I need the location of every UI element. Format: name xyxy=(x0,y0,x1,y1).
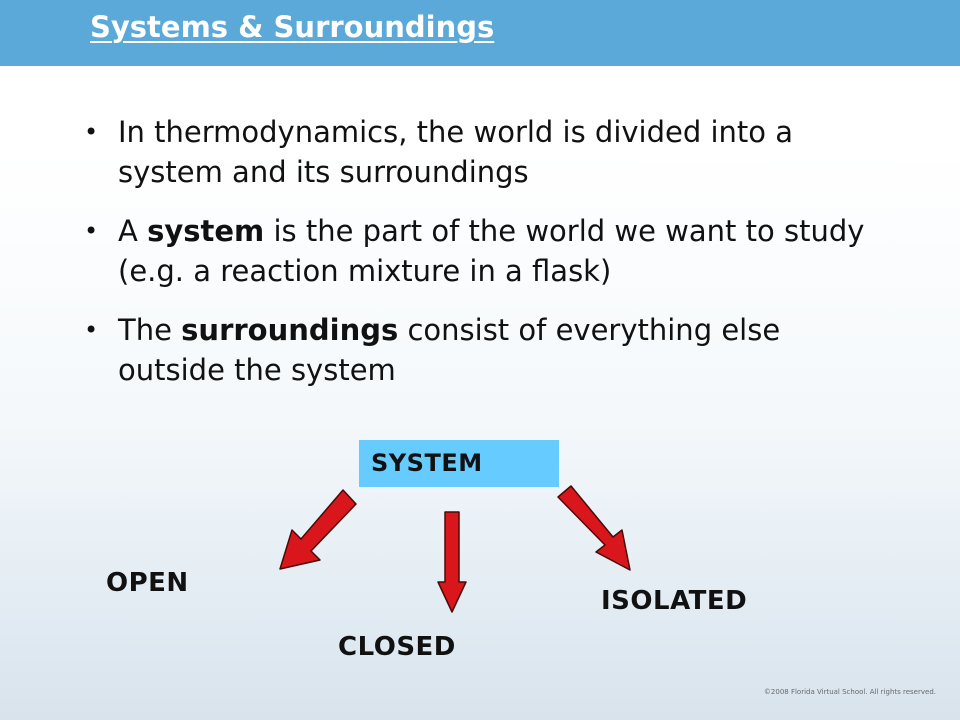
arrow-to-closed-icon xyxy=(437,511,467,613)
bullet-icon: • xyxy=(84,217,99,245)
bullet-icon: • xyxy=(84,316,99,344)
arrow-to-isolated-icon xyxy=(557,485,631,571)
copyright-notice: ©2008 Florida Virtual School. All rights… xyxy=(763,688,936,696)
closed-label: CLOSED xyxy=(338,632,456,662)
bullet-bold-term: surroundings xyxy=(181,313,399,347)
bullet-bold-term: system xyxy=(147,214,265,248)
bullet-text-rest: consist of everything else outside the s… xyxy=(118,313,781,387)
isolated-label: ISOLATED xyxy=(601,586,748,616)
arrow-to-open-icon xyxy=(279,489,357,570)
bullet-icon: • xyxy=(84,118,99,146)
bullet-text: The xyxy=(118,313,182,347)
bullet-text: In thermodynamics, the world is divided … xyxy=(118,115,794,189)
bullet-item: • In thermodynamics, the world is divide… xyxy=(80,112,880,192)
bullet-item: • A system is the part of the world we w… xyxy=(80,211,880,291)
title-bar: Systems & Surroundings xyxy=(0,0,960,66)
bullet-text-rest: is the part of the world we want to stud… xyxy=(118,214,865,288)
system-box: SYSTEM xyxy=(359,440,559,487)
bullet-list: • In thermodynamics, the world is divide… xyxy=(80,112,880,409)
slide-title: Systems & Surroundings xyxy=(90,10,495,44)
bullet-item: • The surroundings consist of everything… xyxy=(80,310,880,390)
open-label: OPEN xyxy=(106,568,189,598)
bullet-text: A xyxy=(118,214,148,248)
